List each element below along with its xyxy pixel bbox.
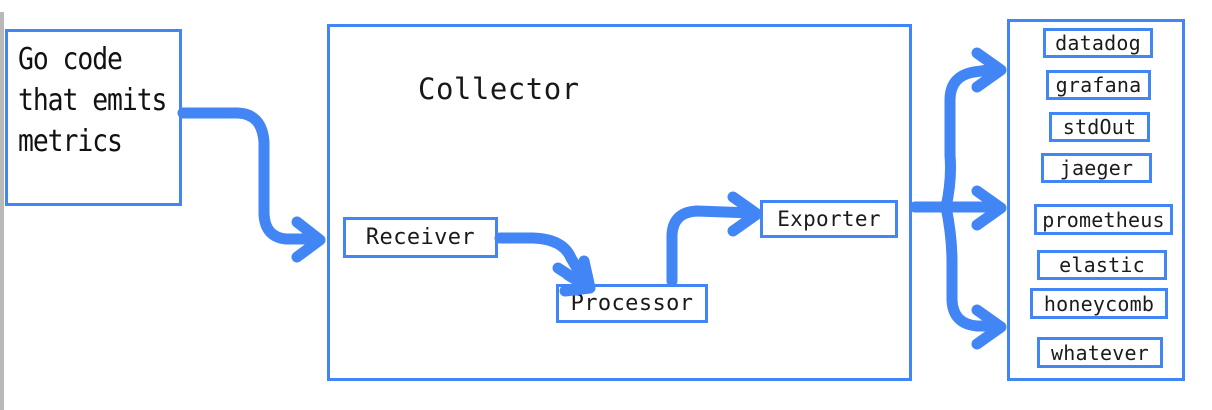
backend-box-stdOut: stdOut [1049, 112, 1150, 142]
collector-title: Collector [418, 72, 580, 106]
backend-box-honeycomb: honeycomb [1030, 288, 1168, 319]
source-line-2: that emits [18, 82, 167, 118]
receiver-box: Receiver [343, 217, 498, 258]
source-line-3: metrics [18, 123, 123, 159]
arrow-source-to-receiver [177, 107, 326, 263]
backend-box-jaeger: jaeger [1041, 153, 1152, 183]
exporter-box: Exporter [760, 200, 898, 238]
backend-box-datadog: datadog [1043, 28, 1153, 58]
arrow-collector-to-backends [909, 47, 1007, 350]
backend-box-prometheus: prometheus [1034, 204, 1173, 235]
backend-box-elastic: elastic [1037, 250, 1167, 280]
source-line-1: Go code [18, 42, 123, 77]
backend-box-grafana: grafana [1046, 70, 1151, 100]
processor-box: Processor [556, 284, 708, 323]
backend-box-whatever: whatever [1037, 337, 1163, 368]
source-code-box: Go code that emits metrics [5, 29, 182, 206]
page-edge-strip [0, 12, 4, 410]
